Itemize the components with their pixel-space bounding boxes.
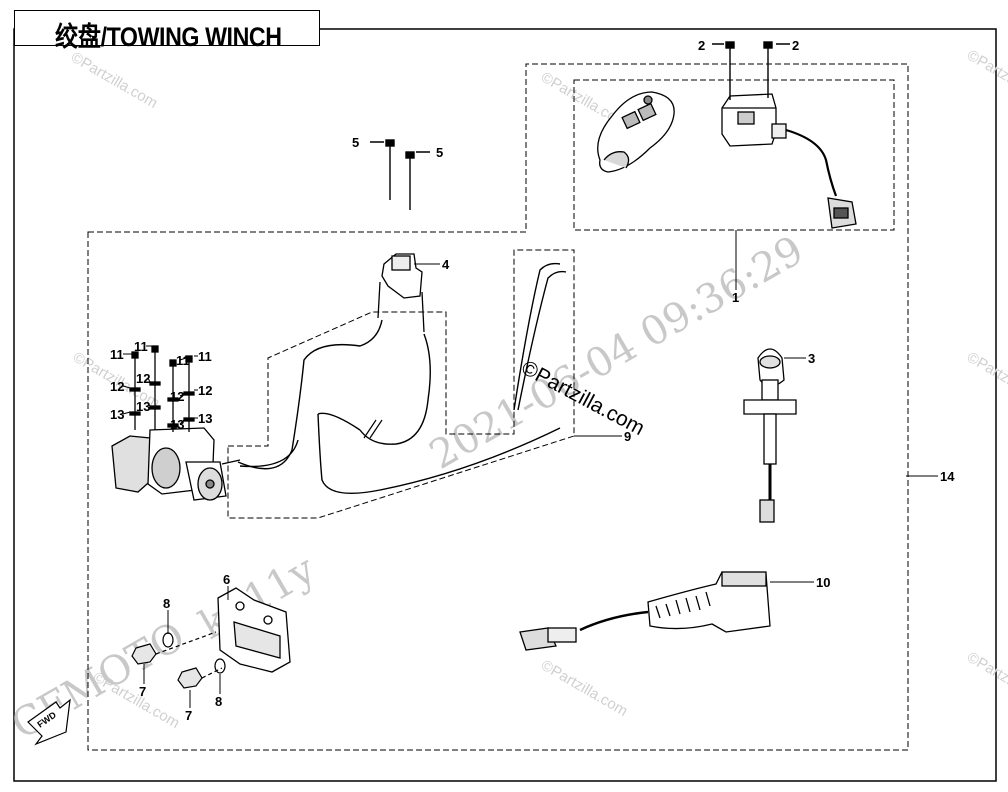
small-hardware xyxy=(129,345,195,432)
callout-13: 13 xyxy=(136,399,150,414)
callout-10: 10 xyxy=(816,575,830,590)
callout-13: 13 xyxy=(110,407,124,422)
callout-5: 5 xyxy=(352,135,359,150)
harness-9-frame xyxy=(227,249,575,519)
callout-1: 1 xyxy=(732,290,739,305)
page-title: 绞盘/TOWING WINCH xyxy=(55,22,282,52)
winch-relay xyxy=(377,253,425,333)
wiring-harness xyxy=(237,262,567,495)
group-frames xyxy=(87,63,909,751)
watermark-partzilla: ©Partzilla.com xyxy=(538,657,630,720)
hand-controller xyxy=(519,571,771,651)
callout-5: 5 xyxy=(436,145,443,160)
callout-12: 12 xyxy=(136,371,150,386)
watermark-datetime: 2021-06-04 09:36:29 xyxy=(422,227,811,478)
outer-border xyxy=(13,28,997,782)
watermark-partzilla: ©Partzilla.com xyxy=(964,47,1008,110)
screws xyxy=(370,41,790,210)
watermark-partzilla: ©Partzilla.com xyxy=(68,49,160,112)
remote-kit-1-frame xyxy=(573,79,895,231)
callout-12: 12 xyxy=(110,379,124,394)
bolts-and-washers xyxy=(131,631,226,689)
watermark-partzilla: ©Partzilla.com xyxy=(964,349,1008,412)
callout-labels: 1 2 2 3 4 5 5 6 7 7 8 8 9 10 11 11 11 11… xyxy=(110,38,955,723)
callout-2: 2 xyxy=(792,38,799,53)
rocker-switch xyxy=(743,348,797,523)
callout-9: 9 xyxy=(624,429,631,444)
callout-11: 11 xyxy=(110,347,124,362)
mounting-bracket xyxy=(217,587,291,673)
callout-11: 11 xyxy=(176,353,190,368)
callout-6: 6 xyxy=(223,572,230,587)
assembly-14-frame xyxy=(87,63,909,751)
callout-12: 12 xyxy=(170,389,184,404)
fwd-arrow: FWD xyxy=(27,698,71,746)
title-box: 绞盘/TOWING WINCH xyxy=(14,10,320,52)
callout-3: 3 xyxy=(808,351,815,366)
callout-4: 4 xyxy=(442,257,450,272)
callout-13: 13 xyxy=(170,417,184,432)
callout-14: 14 xyxy=(940,469,955,484)
watermark-brand: CFMOTO xyxy=(4,613,193,749)
callout-8: 8 xyxy=(215,694,222,709)
wireless-remote xyxy=(597,91,675,173)
receiver-unit xyxy=(721,93,857,229)
callout-8: 8 xyxy=(163,596,170,611)
callout-11: 11 xyxy=(198,349,212,364)
callout-12: 12 xyxy=(198,383,212,398)
callout-2: 2 xyxy=(698,38,705,53)
callout-11: 11 xyxy=(134,339,148,354)
watermark-partzilla: ©Partzilla.com xyxy=(964,649,1008,712)
leader-lines xyxy=(122,230,938,708)
callout-7: 7 xyxy=(185,708,192,723)
callout-7: 7 xyxy=(139,684,146,699)
callout-13: 13 xyxy=(198,411,212,426)
winch-motor xyxy=(111,427,241,501)
